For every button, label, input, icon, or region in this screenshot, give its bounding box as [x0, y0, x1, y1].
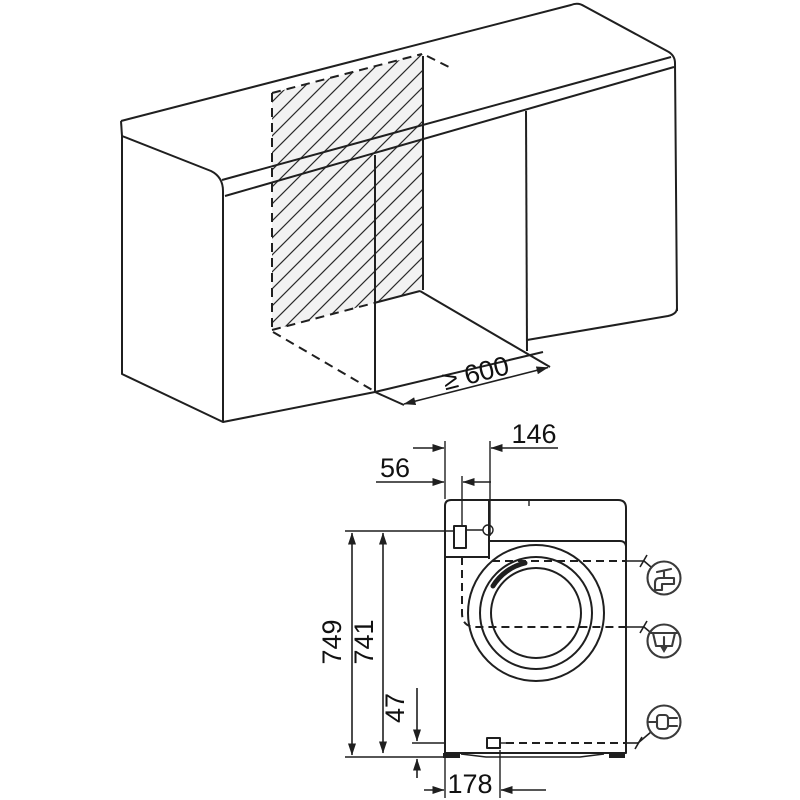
water-inlet-valve	[453, 525, 467, 549]
dimension-annotations: 146 56 749 741 47 178	[317, 419, 558, 799]
dimension-178-label: 178	[447, 769, 492, 799]
machine-outline	[444, 499, 627, 754]
plinth-edge	[460, 753, 605, 758]
machine-front-view: 146 56 749 741 47 178	[317, 419, 682, 799]
dimension-749-label: 749	[317, 619, 347, 664]
dimension-146-label: 146	[511, 419, 556, 449]
door-outer-ring	[467, 544, 605, 682]
left-cabinet-front	[121, 135, 224, 423]
right-cabinet-bottom-edge	[526, 307, 678, 341]
mains-connection-box	[486, 737, 501, 749]
counter-front-top-edge	[221, 56, 672, 181]
dimension-56-label: 56	[380, 453, 410, 483]
niche-width-dimension-label: ≥ 600	[439, 350, 512, 396]
water-tap-icon	[646, 560, 682, 596]
niche-floor-extension	[374, 391, 405, 406]
niche-isometric-view: ≥ 600	[120, 2, 678, 423]
drain-icon	[646, 623, 682, 659]
hatch-bottom-edge-visible	[373, 290, 421, 304]
dimension-47-label: 47	[380, 693, 410, 723]
hatch-top-edge-hidden	[271, 53, 423, 94]
dimension-741-label: 741	[349, 619, 379, 664]
niche-floor-right-edge	[419, 290, 551, 368]
countertop-outline	[120, 2, 678, 312]
door-handle-recess	[490, 560, 528, 589]
left-foot	[443, 753, 460, 758]
plinth-line	[222, 391, 376, 423]
niche-top-back-edge-hidden	[426, 55, 454, 70]
niche-rear-wall-hatch	[272, 54, 423, 330]
washer-door	[467, 544, 605, 682]
control-panel-line	[490, 540, 627, 547]
connection-leaders	[625, 554, 652, 750]
dimension-600-line	[403, 366, 549, 406]
counter-front-bottom-edge	[224, 66, 675, 197]
right-foot	[609, 753, 625, 758]
door-glass	[490, 567, 582, 659]
hatch-bottom-edge-hidden	[271, 302, 375, 331]
power-plug-icon	[646, 704, 682, 740]
drain-level-line	[461, 557, 625, 628]
counter-left-end-edge	[120, 120, 123, 137]
door-inner-ring	[479, 556, 593, 670]
niche-floor-left-edge-hidden	[272, 331, 375, 392]
right-cabinet-front-left-edge	[525, 110, 528, 352]
